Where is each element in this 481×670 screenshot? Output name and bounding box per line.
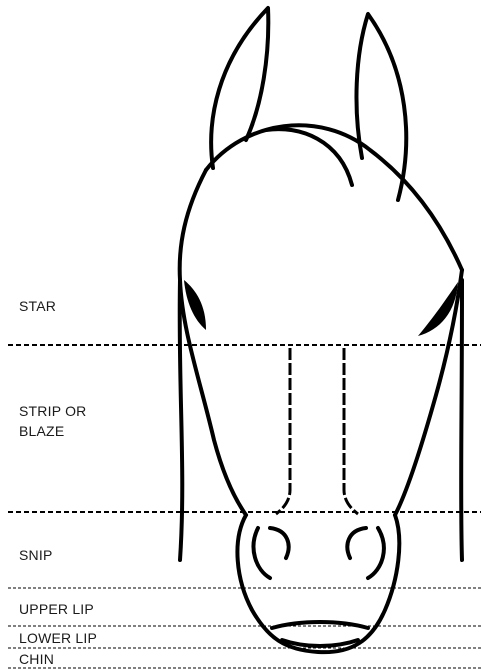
lower-lip-line [282, 640, 358, 646]
blaze-left-line [276, 348, 290, 514]
right-nostril [347, 528, 383, 578]
right-ear [356, 14, 406, 200]
blaze-right-line [344, 348, 358, 514]
left-neck-line [180, 280, 183, 560]
label-star: STAR [19, 299, 56, 314]
label-chin: CHIN [19, 652, 54, 667]
forelock-line [206, 125, 462, 270]
label-upper-lip: UPPER LIP [19, 602, 94, 617]
label-snip: SNIP [19, 548, 52, 563]
left-ear [211, 8, 268, 168]
forelock-inner [266, 129, 352, 185]
label-blaze: BLAZE [19, 424, 64, 439]
label-lower-lip: LOWER LIP [19, 631, 97, 646]
muzzle-outline [237, 515, 399, 652]
mouth-line [272, 622, 368, 628]
right-neck-line [461, 280, 462, 560]
blaze-lines [276, 348, 358, 514]
horse-head-outline [180, 8, 462, 652]
left-eye [184, 280, 206, 330]
zone-dividers [8, 345, 481, 668]
label-strip-or: STRIP OR [19, 404, 86, 419]
left-nostril [254, 528, 289, 578]
left-face-edge [180, 170, 246, 515]
